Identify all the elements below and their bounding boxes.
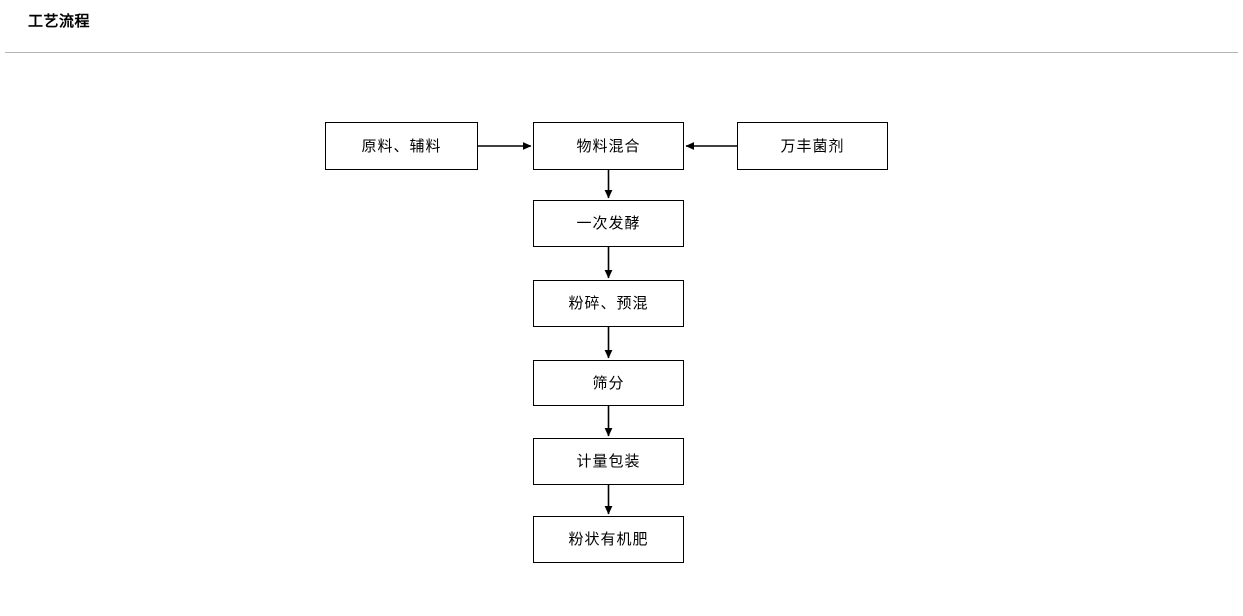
flow-node-label: 粉状有机肥 [568,530,649,548]
flow-node-raw-materials: 原料、辅料 [325,122,478,170]
flow-node-metering-packaging: 计量包装 [533,438,684,485]
header-divider [5,52,1238,53]
flow-node-label: 物料混合 [576,136,641,155]
flow-node-label: 筛分 [592,373,625,392]
flow-node-label: 一次发酵 [576,214,641,232]
flow-node-label: 粉碎、预混 [568,294,649,312]
flow-node-material-mixing: 物料混合 [533,122,684,170]
flow-node-label: 计量包装 [576,452,641,470]
flow-node-powder-organic-fertilizer: 粉状有机肥 [533,516,684,563]
page-header: 工艺流程 [0,0,1243,53]
flow-node-screening: 筛分 [533,360,684,406]
flow-node-label: 万丰菌剂 [780,136,845,155]
flow-node-wanfeng-agent: 万丰菌剂 [737,122,888,170]
flow-node-crush-premix: 粉碎、预混 [533,280,684,327]
page-title: 工艺流程 [28,12,91,30]
flow-node-first-fermentation: 一次发酵 [533,200,684,247]
flow-node-label: 原料、辅料 [361,136,442,155]
